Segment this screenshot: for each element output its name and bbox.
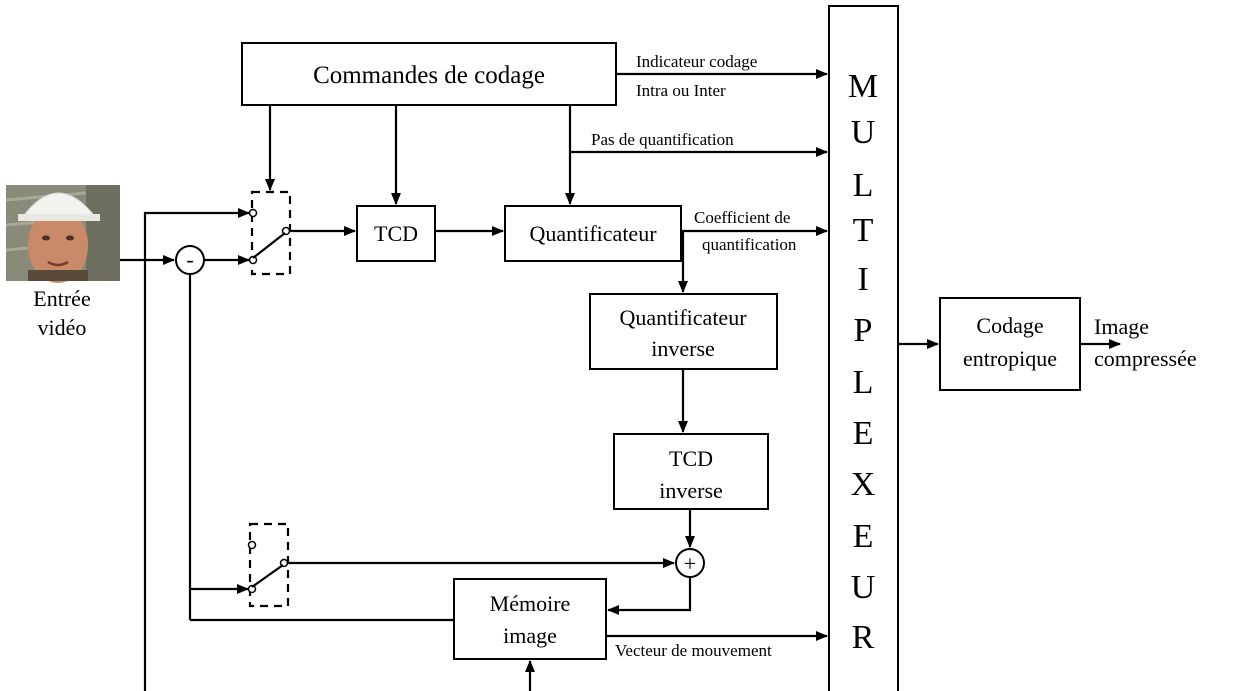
codage-line1: Codage xyxy=(976,313,1043,338)
codage-entropique-block: Codage entropique xyxy=(939,297,1081,391)
coefficient-line2: quantification xyxy=(702,235,797,254)
intra-inter-switch-bottom xyxy=(247,522,290,608)
memoire-image-block: Mémoire image xyxy=(453,578,607,660)
mux-letter: E xyxy=(853,415,874,452)
plus-sign: + xyxy=(684,551,696,576)
multiplexeur-block: M U L T I P L E X E U R xyxy=(828,5,899,691)
commandes-label: Commandes de codage xyxy=(313,62,545,89)
tcd-inverse-line2: inverse xyxy=(659,478,723,503)
pas-quantification-label: Pas de quantification xyxy=(591,130,734,149)
mux-letter: I xyxy=(857,261,868,298)
tcd-label: TCD xyxy=(374,221,418,246)
entree-video-line1: Entrée xyxy=(33,286,90,311)
quant-inverse-line1: Quantificateur xyxy=(619,305,747,330)
mux-letter: X xyxy=(851,466,876,503)
mux-letter: U xyxy=(851,569,876,606)
codage-line2: entropique xyxy=(963,346,1057,371)
commandes-de-codage-block: Commandes de codage xyxy=(241,42,617,106)
vecteur-mouvement-label: Vecteur de mouvement xyxy=(615,641,772,660)
quantificateur-block: Quantificateur xyxy=(504,205,682,262)
memoire-line1: Mémoire xyxy=(490,591,571,616)
mux-letter: L xyxy=(853,167,874,204)
minus-sign: - xyxy=(186,247,193,272)
mux-letter: U xyxy=(851,114,876,151)
input-video-thumbnail xyxy=(5,185,121,283)
intra-inter-switch-top xyxy=(248,190,292,276)
image-compressee-line2: compressée xyxy=(1094,346,1197,371)
quantificateur-inverse-block: Quantificateur inverse xyxy=(589,293,778,370)
mux-letter: L xyxy=(853,364,874,401)
subtractor-node: - xyxy=(175,245,205,275)
entree-video-line2: vidéo xyxy=(38,315,87,340)
mux-letter: R xyxy=(852,619,875,656)
quantificateur-label: Quantificateur xyxy=(529,221,657,246)
coefficient-line1: Coefficient de xyxy=(694,208,790,227)
quant-inverse-line2: inverse xyxy=(651,336,715,361)
memoire-line2: image xyxy=(503,623,557,648)
mux-letter: E xyxy=(853,518,874,555)
indicateur-line1: Indicateur codage xyxy=(636,52,757,71)
adder-node: + xyxy=(675,548,705,578)
tcd-inverse-line1: TCD xyxy=(669,446,713,471)
image-compressee-line1: Image xyxy=(1094,314,1149,339)
wires xyxy=(120,69,1121,691)
tcd-inverse-block: TCD inverse xyxy=(613,433,769,510)
tcd-block: TCD xyxy=(356,205,436,262)
indicateur-line2: Intra ou Inter xyxy=(636,81,726,100)
mux-letter: M xyxy=(848,68,878,105)
mux-letter: T xyxy=(853,212,874,249)
mux-letter: P xyxy=(854,312,873,349)
